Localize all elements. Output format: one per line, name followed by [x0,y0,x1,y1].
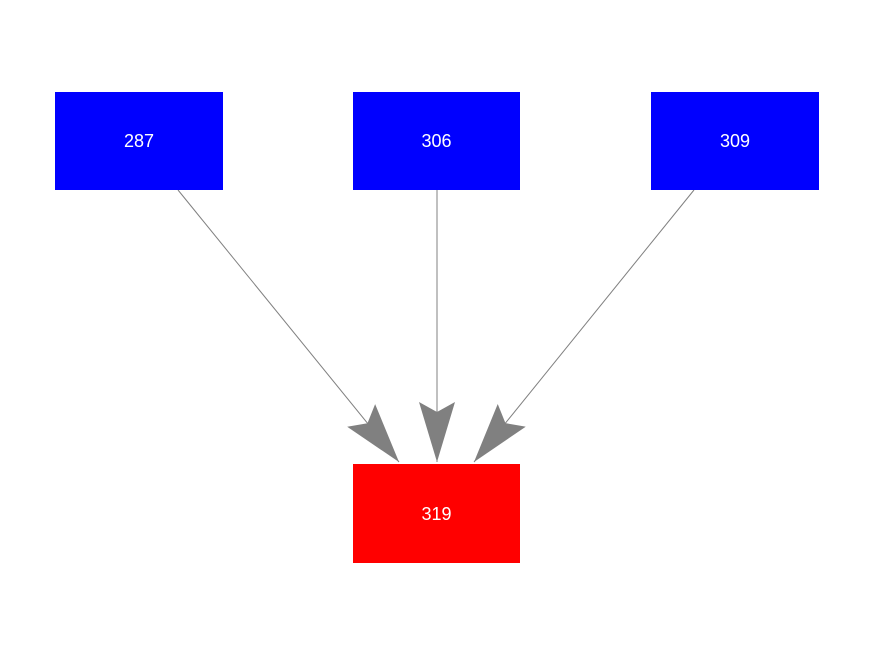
node-label: 319 [421,503,452,524]
node-309[interactable]: 309 [651,92,819,190]
node-label: 287 [123,131,155,151]
edge-arrow-287-to-319 [177,189,400,463]
node-306[interactable]: 306 [353,92,520,190]
node-319[interactable]: 319 [353,464,520,563]
node-label: 309 [719,131,751,151]
node-label: 306 [421,131,452,151]
edge-arrow-309-to-319 [473,189,695,463]
node-287[interactable]: 287 [55,92,223,190]
